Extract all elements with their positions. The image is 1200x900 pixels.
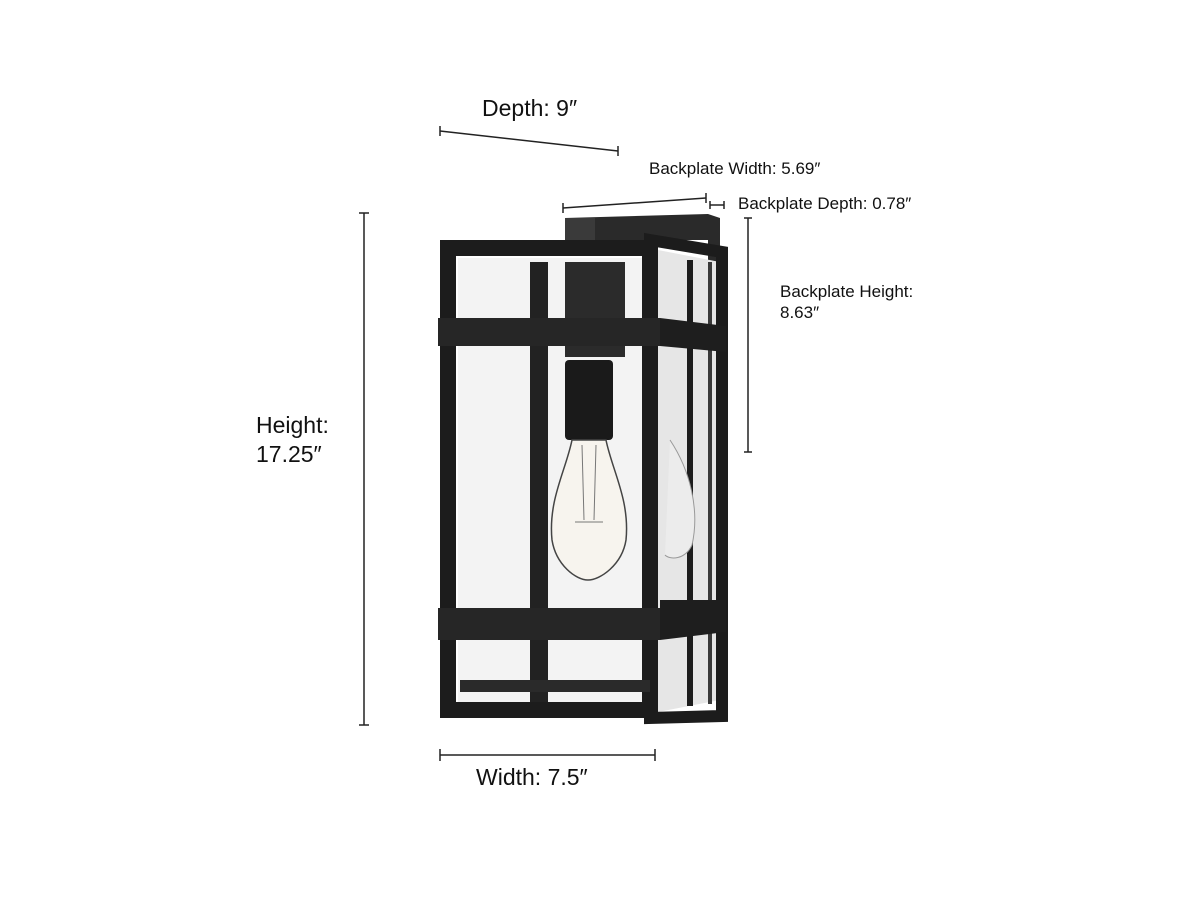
dimension-lines [359,126,752,761]
height-label: Height: [256,412,329,438]
width-dimension-line [439,749,656,761]
height-dimension-line [359,212,369,726]
backplate-depth-dimension-line [709,201,725,209]
width-label: Width: 7.5″ [476,764,588,790]
backplate-width-label: Backplate Width: 5.69″ [649,159,821,178]
backplate-height-label: Backplate Height: [780,282,914,301]
lantern [438,214,728,725]
backplate-width-dimension-line [562,193,707,213]
backplate-height-dimension-line [744,217,752,453]
backplate-depth-label: Backplate Depth: 0.78″ [738,194,912,213]
depth-dimension-line [439,126,619,156]
height-value: 17.25″ [256,441,322,467]
backplate-height-value: 8.63″ [780,303,820,322]
depth-label: Depth: 9″ [482,95,578,121]
